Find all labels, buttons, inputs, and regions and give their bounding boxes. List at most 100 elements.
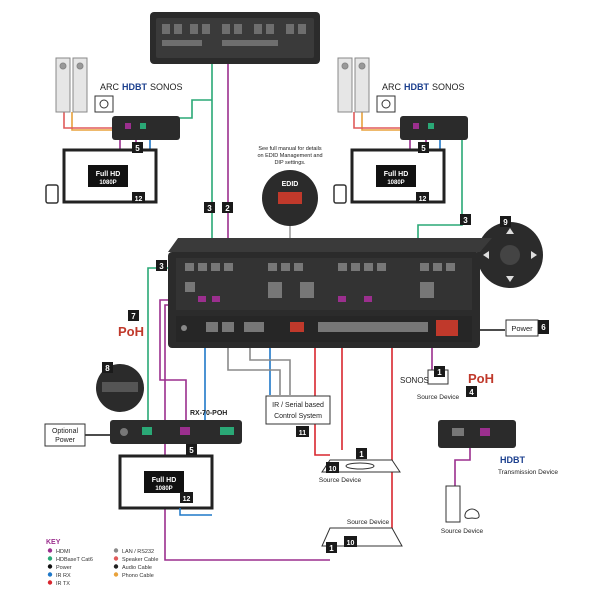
legend-label: Power — [56, 565, 72, 571]
source-device-label-4: Source Device — [347, 519, 390, 526]
legend-swatch — [47, 564, 53, 569]
legend-label: Speaker Cable — [122, 557, 158, 563]
source-device-bottom: Source Device — [321, 519, 403, 547]
edid-note-3: DIP settings. — [274, 160, 306, 166]
sonos-logo: SONOS — [150, 82, 183, 92]
poh-logo-right: PoH — [468, 371, 494, 386]
legend-swatch — [113, 572, 119, 577]
legend-swatch — [113, 548, 119, 553]
left-zone-speaker — [63, 112, 112, 129]
edid-callout: See full manual for details on EDID Mana… — [257, 146, 323, 262]
badge-2: 2 — [222, 202, 233, 213]
legend-label: IR TX — [56, 581, 70, 587]
left-zone: ARC HDBT SONOS Full HD 1080P — [45, 57, 183, 204]
arc-label-right: ARC — [382, 82, 402, 92]
lan-cable — [227, 330, 281, 395]
source-device-right: SONOS Source Device — [400, 369, 460, 401]
badge-3b: 3 — [156, 260, 167, 271]
legend-label: IR RX — [56, 573, 71, 579]
tv-right: Full HD 1080P — [350, 148, 446, 204]
svg-text:5: 5 — [421, 144, 426, 153]
hdbt-logo: HDBT — [122, 82, 147, 92]
badge-10b: 10 — [344, 536, 357, 547]
right-zone-phono — [361, 112, 402, 131]
rx70-panel-callout — [96, 364, 144, 412]
irtx-cable-bottom — [360, 320, 393, 541]
svg-text:6: 6 — [541, 323, 546, 332]
badge-8: 8 — [102, 362, 113, 373]
subwoofer-icon-right — [333, 184, 347, 204]
svg-text:1: 1 — [359, 450, 364, 459]
right-zone: ARC HDBT SONOS Full HD 1080P — [333, 57, 468, 204]
transmission-device: HDBT Transmission Device — [438, 420, 558, 476]
svg-text:8: 8 — [105, 364, 110, 373]
svg-text:9: 9 — [503, 218, 508, 227]
legend-swatch — [113, 564, 119, 569]
power-label: Power — [511, 324, 533, 333]
control-system-2: Control System — [274, 413, 322, 420]
badge-5a: 5 — [132, 142, 143, 153]
badge-9: 9 — [500, 216, 511, 227]
console-source: Source Device — [441, 485, 484, 535]
svg-text:4: 4 — [469, 388, 474, 397]
legend-label: Phono Cable — [122, 573, 154, 579]
svg-text:3: 3 — [463, 216, 468, 225]
source-device-label-1: Source Device — [319, 477, 362, 484]
matrix-switch — [168, 238, 492, 348]
svg-text:3: 3 — [159, 262, 164, 271]
arc-port-icon — [94, 95, 114, 113]
fullhd-logo-right: Full HD — [384, 171, 409, 178]
tv-bottom: Full HD 1080P — [118, 454, 214, 516]
transmission-device-label: Transmission Device — [498, 469, 558, 476]
legend-label: LAN / RS232 — [122, 549, 154, 555]
svg-text:12: 12 — [135, 196, 143, 203]
badge-10a: 10 — [326, 462, 339, 473]
source-device-center: Source Device — [319, 459, 401, 484]
dpad-callout — [459, 222, 543, 288]
badge-5b: 5 — [418, 142, 429, 153]
svg-text:5: 5 — [135, 144, 140, 153]
badge-4: 4 — [466, 386, 477, 397]
right-zone-speaker — [353, 112, 402, 129]
fullhd-res-right: 1080P — [387, 180, 404, 186]
svg-text:10: 10 — [329, 466, 337, 473]
fullhd-logo: Full HD — [96, 171, 121, 178]
badge-11: 11 — [296, 426, 309, 437]
top-rack-device — [150, 12, 320, 64]
hdbt-logo-tx: HDBT — [500, 455, 525, 465]
badges: 3 2 3 3 5 5 5 12 12 12 7 8 9 6 1 4 11 1 … — [102, 142, 549, 553]
legend-swatch — [47, 548, 53, 553]
badge-1c: 1 — [326, 542, 337, 553]
svg-text:2: 2 — [225, 204, 230, 213]
optional-power-1: Optional — [52, 428, 79, 435]
legend-label: Audio Cable — [122, 565, 152, 571]
legend-swatch — [47, 572, 53, 577]
hdbt-logo-right: HDBT — [404, 82, 429, 92]
fullhd-logo-bottom: Full HD — [152, 477, 177, 484]
svg-text:5: 5 — [189, 446, 194, 455]
source-device-label-2: Source Device — [417, 394, 460, 401]
legend-swatch — [47, 580, 53, 585]
svg-text:3: 3 — [207, 204, 212, 213]
sonos-label-source: SONOS — [400, 376, 429, 385]
edid-note-1: See full manual for details — [258, 146, 322, 152]
speaker-pair-right — [337, 57, 370, 113]
legend-label: HDBaseT Cat6 — [56, 557, 93, 563]
svg-text:1: 1 — [437, 368, 442, 377]
svg-text:10: 10 — [347, 540, 355, 547]
badge-3c: 3 — [460, 214, 471, 225]
power-box: Power — [505, 319, 539, 337]
edid-note-2: on EDID Management and — [257, 153, 322, 159]
badge-7: 7 — [128, 310, 139, 321]
poh-logo-left: PoH — [118, 324, 144, 339]
badge-1b: 1 — [356, 448, 367, 459]
legend-title: KEY — [46, 539, 61, 546]
svg-text:1: 1 — [329, 544, 334, 553]
badge-6: 6 — [538, 320, 549, 334]
badge-12a: 12 — [132, 192, 145, 203]
hdbaset-cable-left-zone — [170, 64, 213, 255]
badge-12c: 12 — [180, 492, 193, 503]
badge-12b: 12 — [416, 192, 429, 203]
legend-label: HDMI — [56, 549, 71, 555]
